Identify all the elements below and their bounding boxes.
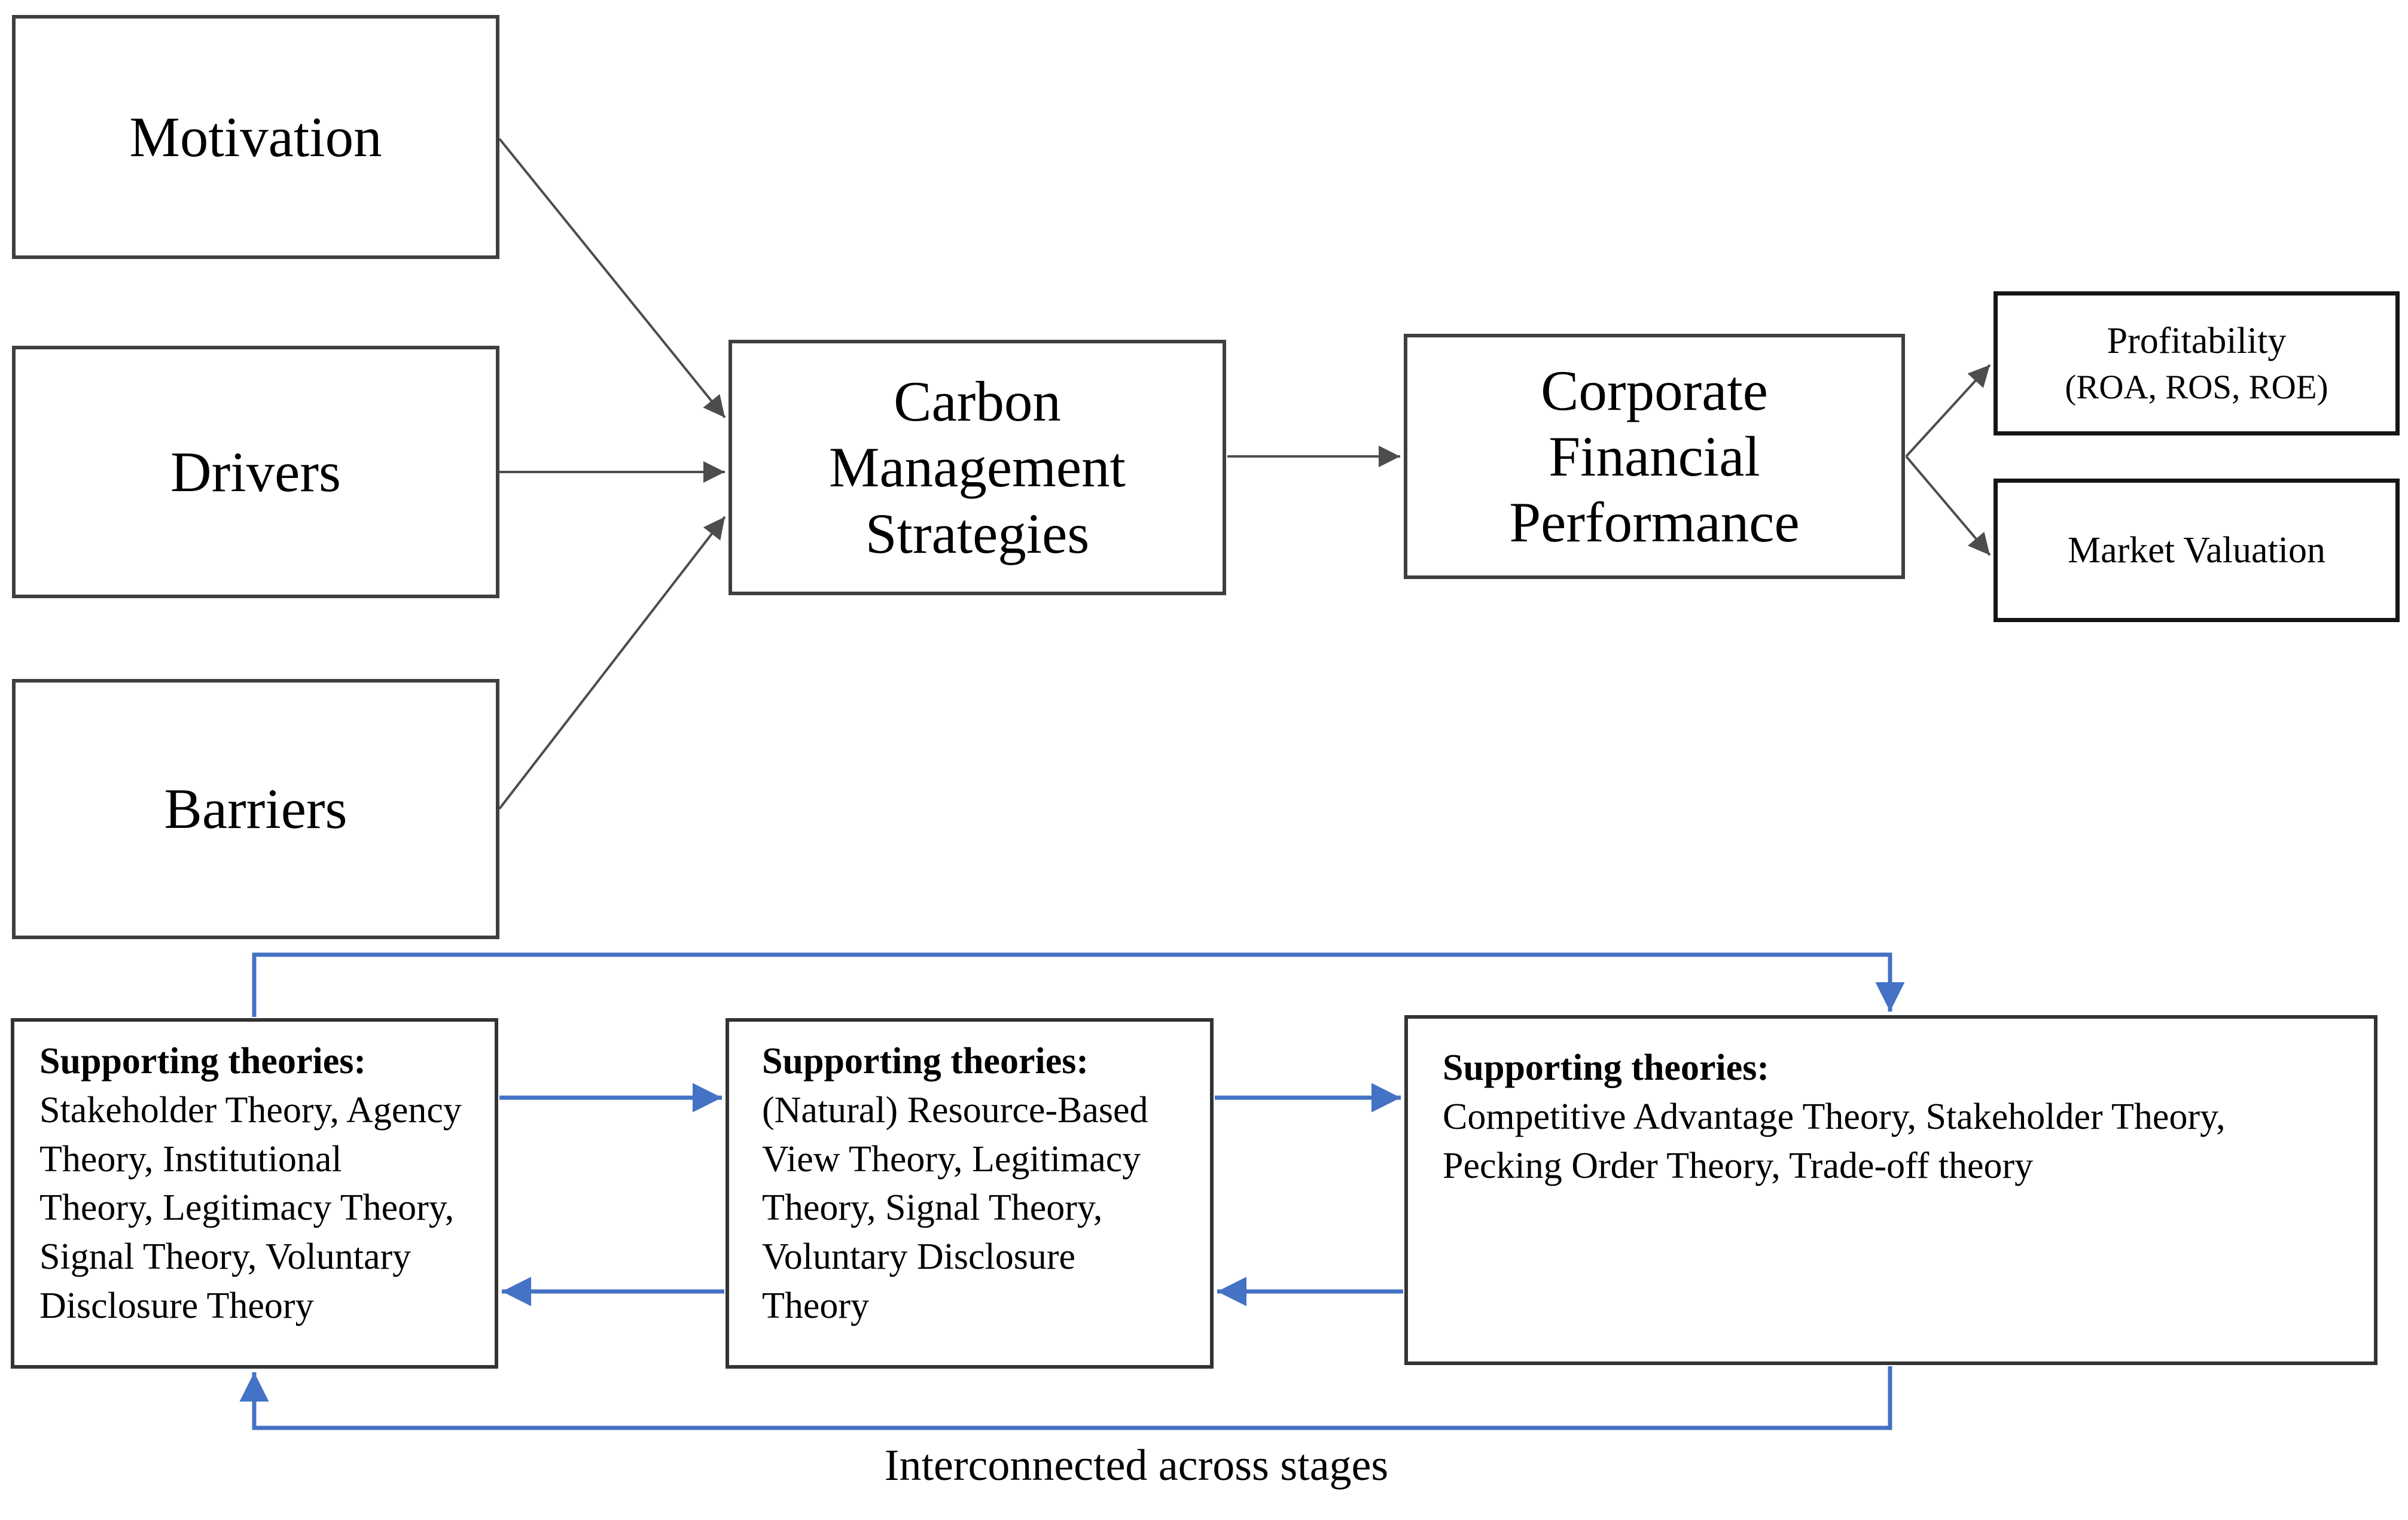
profitability-label-line1: Profitability (2107, 321, 2287, 362)
cfp-label-line2: Financial (1549, 424, 1760, 488)
corporate-financial-performance-box: Corporate Financial Performance (1404, 334, 1905, 579)
arrow-theory1-to-theory3-top-loop (252, 952, 1905, 1017)
arrow-motivation-to-cms (498, 138, 726, 419)
theories-stage2-body: (Natural) Resource-Based View Theory, Le… (762, 1089, 1148, 1327)
profitability-label-line2: (ROA, ROS, ROE) (2065, 368, 2328, 406)
theories-stage3-heading: Supporting theories: (1443, 1047, 1769, 1088)
carbon-management-strategies-box: Carbon Management Strategies (729, 340, 1226, 595)
theories-stage3-body: Competitive Advantage Theory, Stakeholde… (1443, 1096, 2226, 1186)
cms-label-line3: Strategies (865, 501, 1090, 565)
cfp-label-line3: Performance (1509, 491, 1800, 555)
theories-stage1-body: Stakeholder Theory, Agency Theory, Insti… (39, 1089, 462, 1327)
theories-stage1-heading: Supporting theories: (39, 1041, 366, 1082)
motivation-box: Motivation (12, 15, 499, 259)
supporting-theories-stage2-box: Supporting theories: (Natural) Resource-… (726, 1018, 1214, 1369)
arrow-cfp-to-market-valuation (1905, 455, 1991, 556)
cms-label-line2: Management (829, 435, 1126, 499)
drivers-box: Drivers (12, 346, 499, 598)
cms-label-line1: Carbon (894, 370, 1061, 434)
diagram-caption: Interconnected across stages (884, 1441, 1389, 1490)
arrow-theory3-to-theory1-bottom-loop (239, 1366, 1892, 1430)
barriers-box: Barriers (12, 679, 499, 939)
barriers-label: Barriers (164, 777, 348, 841)
cfp-label-line1: Corporate (1541, 358, 1768, 422)
arrow-cfp-to-profitability (1905, 364, 1991, 458)
theories-stage2-heading: Supporting theories: (762, 1041, 1089, 1082)
arrow-barriers-to-cms (498, 516, 726, 810)
market-valuation-box: Market Valuation (1994, 479, 2400, 622)
market-valuation-label: Market Valuation (2067, 529, 2326, 571)
motivation-label: Motivation (129, 105, 382, 169)
supporting-theories-stage3-box: Supporting theories: Competitive Advanta… (1404, 1015, 2377, 1365)
drivers-label: Drivers (170, 440, 341, 504)
supporting-theories-stage1-box: Supporting theories: Stakeholder Theory,… (11, 1018, 498, 1369)
profitability-box: Profitability (ROA, ROS, ROE) (1994, 291, 2400, 435)
